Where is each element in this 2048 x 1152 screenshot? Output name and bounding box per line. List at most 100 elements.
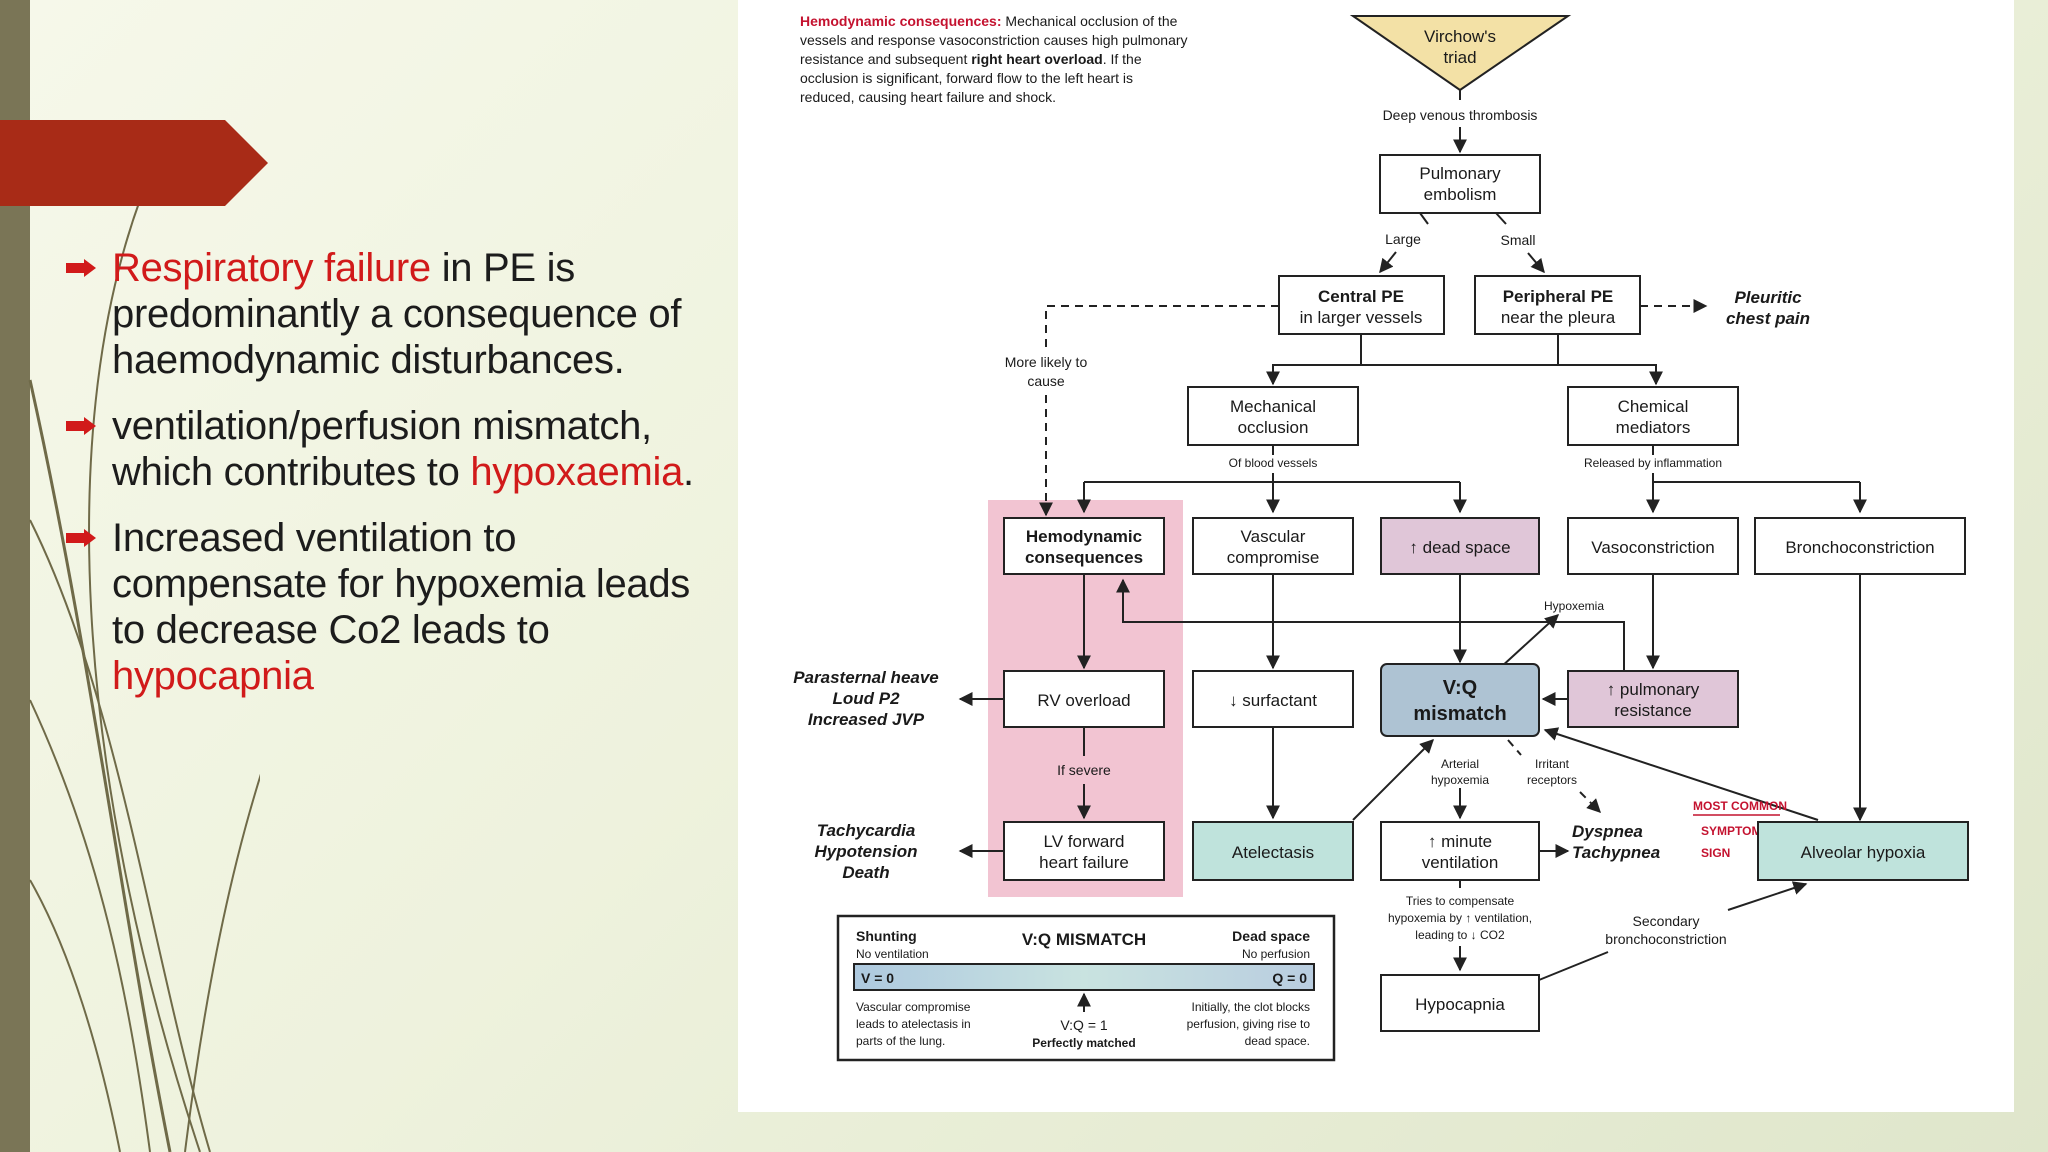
intro-line-3b: right heart overload [971, 51, 1102, 67]
most-common-label: MOST COMMON [1693, 799, 1787, 813]
virchow-triad-node: Virchow's triad [1349, 15, 1572, 92]
of-blood-vessels-label: Of blood vessels [1229, 456, 1318, 470]
peripheral-pe-line-1: Peripheral PE [1503, 287, 1614, 306]
bullet-item-1: Respiratory failure in PE is predominant… [66, 245, 730, 383]
pleuritic-line-2: chest pain [1726, 309, 1810, 328]
alveolar-text: Alveolar hypoxia [1801, 843, 1926, 862]
mech-line-2: occlusion [1238, 418, 1309, 437]
edge-vq-irritant [1507, 739, 1522, 756]
parasternal-line-1: Parasternal heave [793, 668, 939, 687]
hypocapnia-text: Hypocapnia [1415, 995, 1505, 1014]
central-pe-node: Central PE in larger vessels [1278, 275, 1445, 335]
small-label: Small [1500, 232, 1535, 248]
chem-line-2: mediators [1616, 418, 1691, 437]
title-arrow-shape [0, 120, 268, 206]
vascular-line-2: compromise [1227, 548, 1320, 567]
alveolar-hypoxia-node: Alveolar hypoxia [1757, 821, 1969, 881]
vasoconstriction-text: Vasoconstriction [1591, 538, 1714, 557]
legend-no-perfusion: No perfusion [1242, 947, 1310, 961]
bullet-2-text: ventilation/perfusion mismatch, which co… [112, 404, 652, 494]
vascular-line-1: Vascular [1241, 527, 1306, 546]
vq-gradient-bar [853, 963, 1315, 991]
pulmonary-resistance-node: ↑ pulmonary resistance [1567, 670, 1739, 728]
mechanical-occlusion-node: Mechanical occlusion [1187, 386, 1359, 446]
edge-to-chemical [1557, 334, 1663, 386]
legend-right-note-3: dead space. [1245, 1034, 1310, 1048]
edge-pe-large-a [1419, 212, 1429, 225]
atelectasis-node: Atelectasis [1192, 821, 1354, 881]
legend-perfect: Perfectly matched [1032, 1036, 1135, 1050]
pe-pathophysiology-diagram: Hemodynamic consequences: Mechanical occ… [738, 0, 2014, 1112]
intro-line-2: vessels and response vasoconstriction ca… [800, 32, 1188, 48]
chemical-mediators-node: Chemical mediators [1567, 386, 1739, 446]
minute-ventilation-node: ↑ minute ventilation [1380, 821, 1540, 881]
more-likely-line-2: cause [1027, 373, 1065, 389]
edge-resistance-hemodynamic [1116, 578, 1625, 670]
secondary-line-2: bronchoconstriction [1605, 931, 1726, 947]
released-by-label: Released by inflammation [1584, 456, 1722, 470]
legend-left-note-3: parts of the lung. [856, 1034, 945, 1048]
bullet-list: Respiratory failure in PE is predominant… [66, 245, 730, 719]
vq-mismatch-node: V:Q mismatch [1380, 663, 1540, 737]
intro-paragraph: Hemodynamic consequences: Mechanical occ… [800, 13, 1188, 105]
pe-line-2: embolism [1424, 185, 1497, 204]
parasternal-line-3: Increased JVP [808, 710, 925, 729]
bullet-2-tail: . [683, 450, 694, 494]
legend-title: V:Q MISMATCH [1022, 930, 1146, 949]
bullet-item-2: ventilation/perfusion mismatch, which co… [66, 403, 730, 495]
hypocapnia-node: Hypocapnia [1380, 974, 1540, 1032]
intro-line-3a: resistance and subsequent [800, 51, 971, 67]
legend-q0: Q = 0 [1272, 970, 1307, 986]
edge-secondary-alveolar [1727, 881, 1808, 911]
if-severe-label: If severe [1057, 762, 1111, 778]
more-likely-bg [986, 350, 1106, 392]
surfactant-node: ↓ surfactant [1192, 670, 1354, 728]
arrow-bullet-icon [66, 417, 96, 435]
diagram-canvas: Hemodynamic consequences: Mechanical occ… [793, 13, 1969, 1062]
more-likely-line-1: More likely to [1005, 354, 1088, 370]
edge-to-mechanical [1266, 334, 1362, 386]
dvt-label: Deep venous thrombosis [1383, 107, 1538, 123]
hemo-line-1: Hemodynamic [1026, 527, 1142, 546]
legend-shunting: Shunting [856, 928, 917, 944]
lv-line-1: LV forward [1044, 832, 1125, 851]
virchow-line-1: Virchow's [1424, 27, 1496, 46]
minute-line-2: ventilation [1422, 853, 1499, 872]
bullet-item-3: Increased ventilation to compensate for … [66, 515, 730, 699]
pulmonary-embolism-node: Pulmonary embolism [1379, 154, 1541, 214]
edge-alveolar-vq [1543, 727, 1819, 821]
bullet-2-highlight: hypoxaemia [470, 450, 684, 494]
vq-line-2: mismatch [1413, 703, 1506, 725]
legend-no-ventilation: No ventilation [856, 947, 929, 961]
legend-left-note-2: leads to atelectasis in [856, 1017, 971, 1031]
minute-line-1: ↑ minute [1428, 832, 1492, 851]
chem-line-1: Chemical [1618, 397, 1689, 416]
tries-line-2: hypoxemia by ↑ ventilation, [1388, 911, 1532, 925]
intro-heading: Hemodynamic consequences: [800, 13, 1002, 29]
tries-line-3: leading to ↓ CO2 [1415, 928, 1505, 942]
legend-right-note-2: perfusion, giving rise to [1187, 1017, 1311, 1031]
legend-left-note-1: Vascular compromise [856, 1000, 971, 1014]
surfactant-text: ↓ surfactant [1229, 691, 1317, 710]
central-pe-line-1: Central PE [1318, 287, 1404, 306]
dead-space-node: ↑ dead space [1380, 517, 1540, 575]
edge-pe-small-a [1495, 212, 1507, 225]
vasoconstriction-node: Vasoconstriction [1567, 517, 1739, 575]
pleuritic-line-1: Pleuritic [1734, 288, 1802, 307]
symptom-label: SYMPTOM [1701, 824, 1761, 838]
tachy-line-3: Death [842, 863, 889, 882]
lv-failure-node: LV forward heart failure [1003, 821, 1165, 881]
central-pe-line-2: in larger vessels [1300, 308, 1423, 327]
bullet-3-highlight: hypocapnia [112, 654, 314, 698]
dead-space-text: ↑ dead space [1409, 538, 1510, 557]
vascular-compromise-node: Vascular compromise [1192, 517, 1354, 575]
edge-pe-peripheral [1527, 252, 1545, 274]
edge-hypocapnia-secondary [1538, 951, 1609, 981]
irritant-line-1: Irritant [1535, 757, 1570, 771]
bullet-3-text: Increased ventilation to compensate for … [112, 516, 690, 652]
pulm-line-2: resistance [1614, 701, 1691, 720]
tries-line-1: Tries to compensate [1406, 894, 1515, 908]
legend-dead-space: Dead space [1232, 928, 1310, 944]
arrow-bullet-icon [66, 259, 96, 277]
sign-label: SIGN [1701, 846, 1730, 860]
